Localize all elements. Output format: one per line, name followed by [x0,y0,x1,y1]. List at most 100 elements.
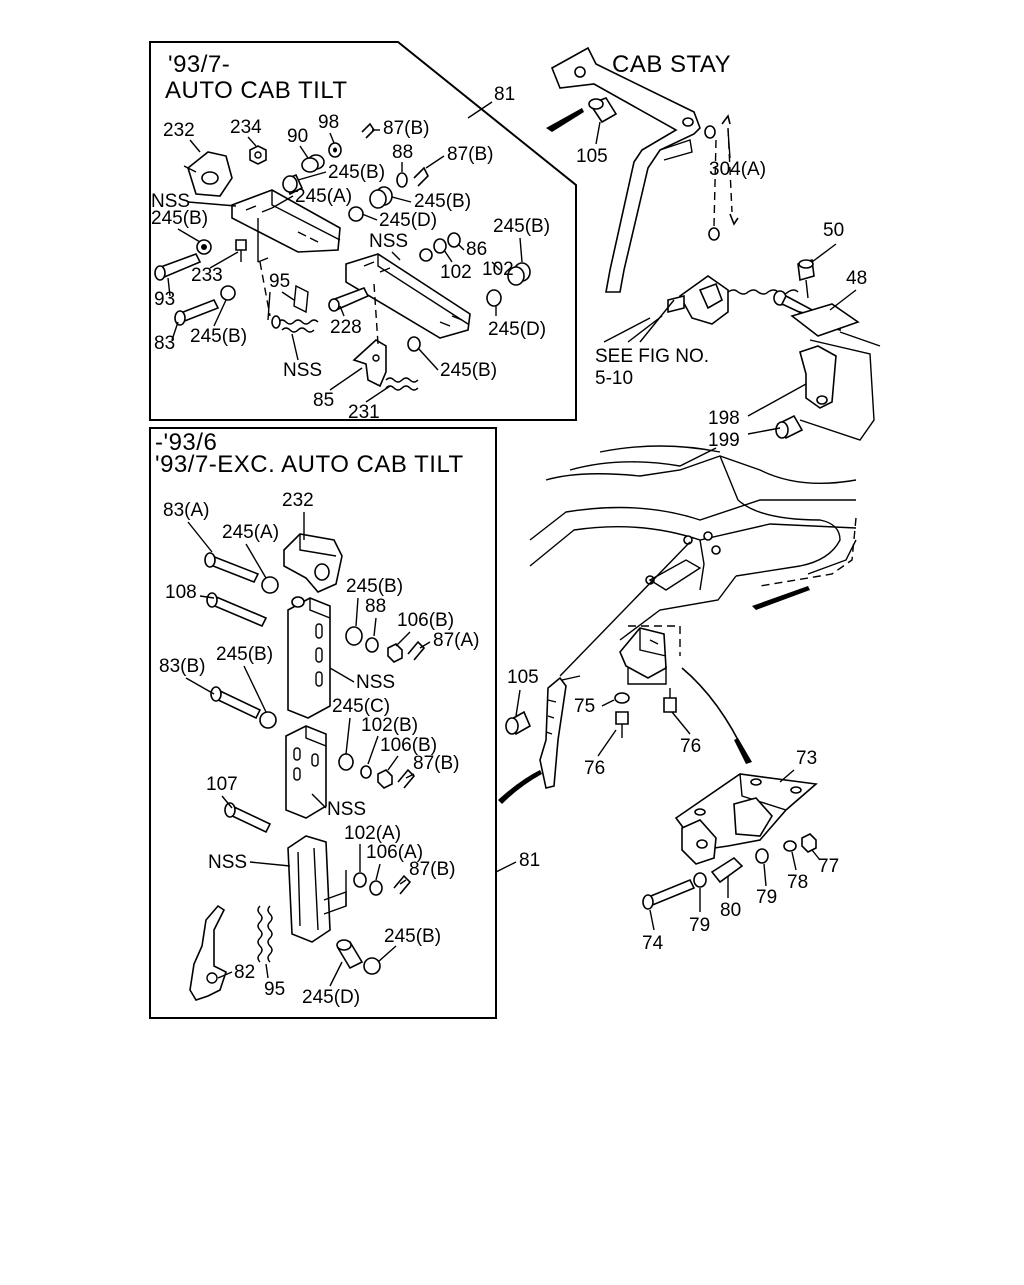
label-80: 80 [720,900,741,921]
part-232-bracket-b [283,533,343,593]
label-nss-2: NSS [369,231,408,252]
part-245d-right [486,289,502,307]
part-233-bolt [235,239,247,262]
label-245d-b: 245(D) [302,987,360,1008]
part-76-bolt-2 [663,688,677,713]
label-245b-4: 245(B) [493,216,550,237]
label-nss-b1: NSS [356,672,395,693]
label-98: 98 [318,112,339,133]
inset-bottom-title-2: '93/7-EXC. AUTO CAB TILT [155,451,464,478]
washer [708,227,720,241]
inset-bottom-title-1: -'93/6 [155,429,217,456]
part-78-washer [783,840,797,852]
label-105-a: 105 [576,146,608,167]
label-85: 85 [313,390,334,411]
part-87b-pin-2 [413,166,429,187]
inset-bottom-ref: 81 [519,850,540,871]
part-107-pin [224,802,272,834]
part-80-sleeve [710,856,744,884]
lever-nss [287,835,347,943]
label-106b-1: 106(B) [397,610,454,631]
label-106a: 106(A) [366,842,423,863]
label-77: 77 [818,856,839,877]
stay-hole [682,117,694,127]
part-245b-bottom-left [220,285,236,301]
label-232: 232 [163,120,195,141]
part-245b-lower [407,336,421,352]
latch-rod [498,675,581,804]
label-245d-2: 245(D) [488,319,546,340]
label-245c: 245(C) [332,696,390,717]
label-88-b: 88 [365,596,386,617]
label-78: 78 [787,872,808,893]
label-245b-b1: 245(B) [346,576,403,597]
part-199-bolt [775,414,804,440]
part-198-bracket [799,345,837,409]
inset-top-frame [149,41,577,421]
leader [495,861,517,873]
label-nss-3: NSS [283,360,322,381]
part-245b-left [196,239,212,255]
washer [704,125,716,139]
label-93: 93 [154,289,175,310]
label-75: 75 [574,696,595,717]
label-95: 95 [269,271,290,292]
stay-clip [659,139,693,161]
part-102-washers [419,232,461,262]
label-see-fig-2: 5-10 [595,368,633,389]
label-76-1: 76 [584,758,605,779]
label-245b-3: 245(B) [151,208,208,229]
label-304a: 304(A) [709,159,766,180]
inset-top-leaders [167,129,523,403]
inset-auto-cab-tilt: '93/7- AUTO CAB TILT 81 [149,41,577,423]
label-83b: 83(B) [159,656,205,677]
inset-top-title-1: '93/7- [168,51,230,78]
label-87b-b1: 87(B) [413,753,459,774]
label-88: 88 [392,142,413,163]
label-87a: 87(A) [433,630,479,651]
cab-stay-assembly: CAB STAY [546,46,881,451]
label-198: 198 [708,408,740,429]
pin-304a [721,114,731,125]
see-fig-pointers [603,299,675,343]
bracket-hole [816,395,828,405]
part-74-pin [642,878,696,910]
label-87b-2: 87(B) [447,144,493,165]
part-245b-right [507,262,531,286]
frame-member-edge [839,331,881,347]
lever-hardware [353,872,412,896]
cab-stay-title: CAB STAY [612,51,731,78]
label-82: 82 [234,962,255,983]
label-245b-6: 245(B) [440,360,497,381]
part-105-bolt-b [505,710,532,736]
label-108: 108 [165,582,197,603]
label-234: 234 [230,117,262,138]
label-102b: 102(B) [361,715,418,736]
part-79-bush-2 [755,848,769,864]
label-245a-b: 245(A) [222,522,279,543]
part-76-bolt-1 [615,711,629,738]
pin-304a-b [729,213,739,226]
label-106b-2: 106(B) [380,735,437,756]
floor-bracket [619,531,721,685]
label-83: 83 [154,333,175,354]
part-95-spring [271,284,319,333]
label-245b-5: 245(B) [190,326,247,347]
label-87b-b2: 87(B) [409,859,455,880]
label-245b-2: 245(B) [414,191,471,212]
label-228: 228 [330,317,362,338]
label-73: 73 [796,748,817,769]
label-48: 48 [846,268,867,289]
upper-hardware-chain [345,626,426,663]
part-48-bracket [790,303,860,337]
label-107: 107 [206,774,238,795]
cab-stay-arm [550,46,701,293]
part-231-spring [385,377,419,391]
bottom-bushings [336,939,381,975]
part-79-bush-1 [693,872,707,888]
inset-bottom-leaders [185,512,431,987]
part-83b-pin [210,686,277,729]
label-nss-b3: NSS [208,852,247,873]
label-231: 231 [348,402,380,423]
